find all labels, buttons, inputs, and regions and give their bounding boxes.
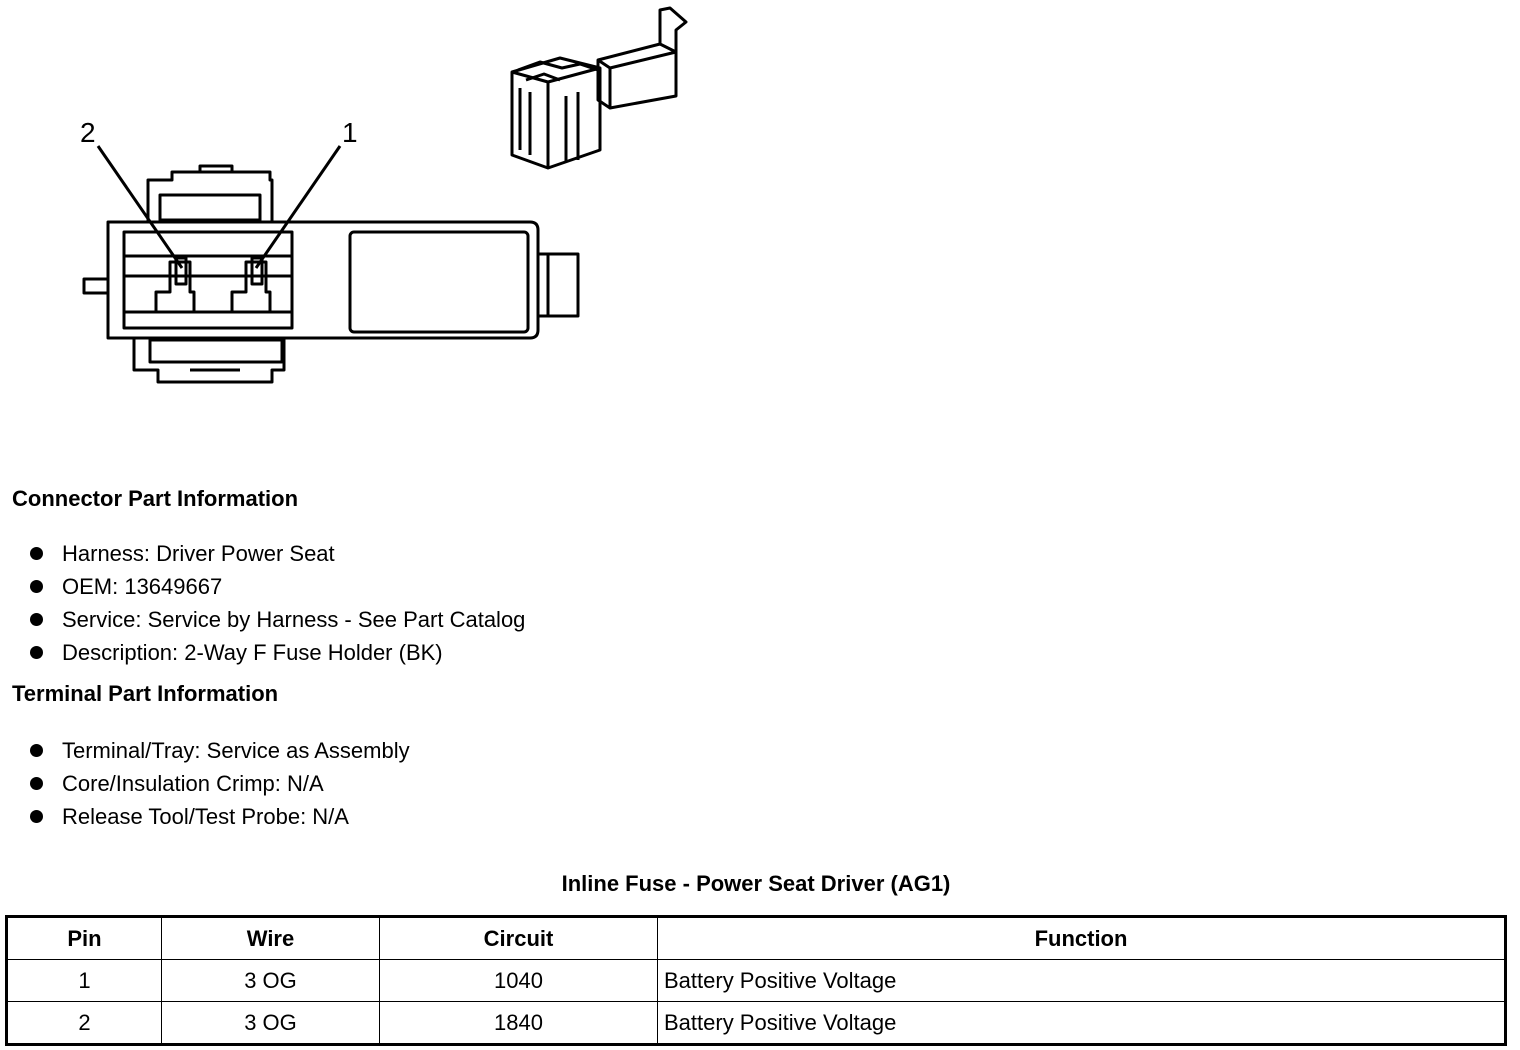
list-item-text: Terminal/Tray: Service as Assembly bbox=[62, 738, 410, 763]
pin-1-label: 1 bbox=[342, 117, 358, 148]
fuse-holder-iso-view bbox=[510, 6, 688, 170]
list-item: OEM: 13649667 bbox=[30, 570, 525, 603]
cell-pin: 1 bbox=[6, 959, 162, 1002]
bullet-icon bbox=[30, 810, 43, 823]
table-row: 2 3 OG 1840 Battery Positive Voltage bbox=[6, 1001, 1506, 1045]
column-header-circuit: Circuit bbox=[379, 916, 658, 960]
terminal-info-list: Terminal/Tray: Service as Assembly Core/… bbox=[30, 734, 410, 833]
cell-function: Battery Positive Voltage bbox=[657, 1001, 1506, 1045]
cell-circuit: 1040 bbox=[379, 959, 658, 1002]
connector-info-heading: Connector Part Information bbox=[12, 486, 299, 511]
pin-2-label: 2 bbox=[80, 117, 96, 148]
table-row: 1 3 OG 1040 Battery Positive Voltage bbox=[6, 959, 1506, 1002]
bullet-icon bbox=[30, 547, 43, 560]
bullet-icon bbox=[30, 777, 43, 790]
column-header-wire: Wire bbox=[161, 916, 380, 960]
bullet-icon bbox=[30, 744, 43, 757]
cell-wire: 3 OG bbox=[161, 1001, 380, 1045]
connector-diagram: 2 1 bbox=[80, 6, 688, 384]
list-item: Service: Service by Harness - See Part C… bbox=[30, 603, 525, 636]
list-item-text: Service: Service by Harness - See Part C… bbox=[62, 607, 526, 632]
list-item: Terminal/Tray: Service as Assembly bbox=[30, 734, 410, 767]
list-item: Core/Insulation Crimp: N/A bbox=[30, 767, 410, 800]
cell-pin: 2 bbox=[6, 1001, 162, 1045]
list-item-text: OEM: 13649667 bbox=[62, 574, 223, 599]
cell-circuit: 1840 bbox=[379, 1001, 658, 1045]
cell-function: Battery Positive Voltage bbox=[657, 959, 1506, 1002]
list-item-text: Description: 2-Way F Fuse Holder (BK) bbox=[62, 640, 443, 665]
cell-wire: 3 OG bbox=[161, 959, 380, 1002]
column-header-pin: Pin bbox=[6, 916, 162, 960]
bullet-icon bbox=[30, 613, 43, 626]
column-header-function: Function bbox=[657, 916, 1506, 960]
bullet-icon bbox=[30, 646, 43, 659]
list-item: Description: 2-Way F Fuse Holder (BK) bbox=[30, 636, 525, 669]
list-item-text: Release Tool/Test Probe: N/A bbox=[62, 804, 349, 829]
table-title: Inline Fuse - Power Seat Driver (AG1) bbox=[561, 871, 951, 896]
list-item: Release Tool/Test Probe: N/A bbox=[30, 800, 410, 833]
list-item-text: Harness: Driver Power Seat bbox=[62, 541, 335, 566]
pin-table: Pin Wire Circuit Function 1 3 OG 1040 Ba… bbox=[5, 915, 1507, 1046]
terminal-info-heading: Terminal Part Information bbox=[12, 681, 279, 706]
list-item: Harness: Driver Power Seat bbox=[30, 537, 525, 570]
table-header-row: Pin Wire Circuit Function bbox=[6, 916, 1506, 960]
list-item-text: Core/Insulation Crimp: N/A bbox=[62, 771, 324, 796]
connector-face-view bbox=[82, 145, 580, 384]
bullet-icon bbox=[30, 580, 43, 593]
connector-info-list: Harness: Driver Power Seat OEM: 13649667… bbox=[30, 537, 525, 669]
